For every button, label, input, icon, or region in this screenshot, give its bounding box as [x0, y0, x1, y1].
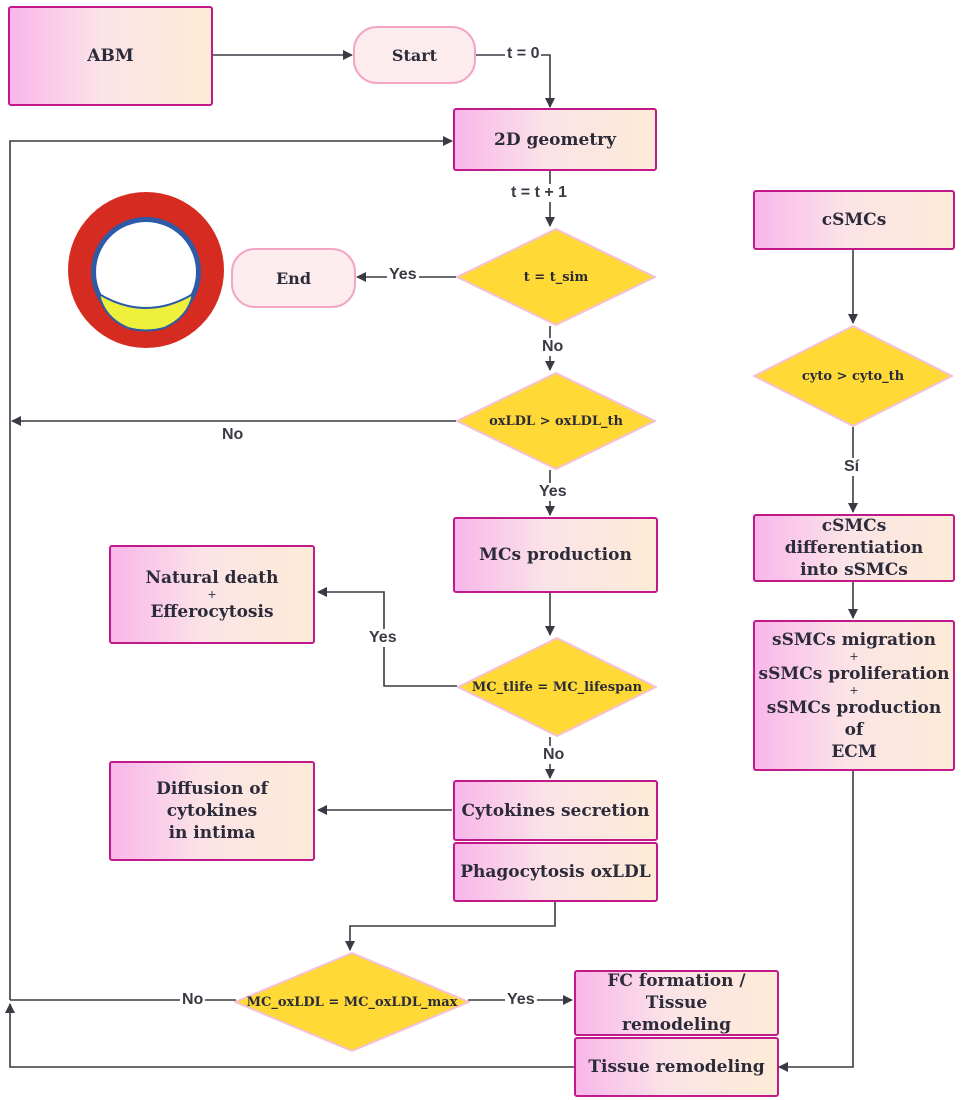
end-node: End: [231, 248, 356, 308]
edge-loop-geometry: [9, 136, 453, 1000]
edge-label-yes-oxldl: Yes: [537, 483, 569, 501]
tsim-label: t = t_sim: [523, 269, 589, 285]
edge-label-si-cyto: Sí: [842, 458, 862, 476]
start-label: Start: [391, 45, 438, 65]
cytokines-secretion-label: Cytokines secretion: [461, 800, 650, 821]
tsim-decision: t = t_sim: [456, 228, 656, 326]
mcs-production-box: MCs production: [453, 517, 658, 593]
ssmcs-migration-label: sSMCs migration: [772, 629, 936, 650]
phagocytosis-box: Phagocytosis oxLDL: [453, 842, 658, 902]
plus-sign: +: [207, 587, 217, 601]
fc-formation-label-line1: FC formation / Tissue: [607, 971, 746, 1013]
artery-cross-section-image: [68, 192, 224, 348]
plus-sign: +: [849, 649, 859, 663]
csmcs-label: cSMCs: [821, 210, 887, 230]
edge-label-yes-mcoxldl: Yes: [505, 991, 537, 1009]
diffusion-box: Diffusion of cytokines in intima: [109, 761, 315, 861]
mc-lifespan-decision: MC_tlife = MC_lifespan: [457, 637, 657, 737]
plus-sign: +: [849, 683, 859, 697]
efferocytosis-label: Efferocytosis: [150, 601, 274, 622]
abm-box: ABM: [8, 6, 213, 106]
differentiation-box: cSMCs differentiation into sSMCs: [753, 514, 955, 582]
edge-start-geometry: [476, 54, 555, 108]
start-node: Start: [353, 26, 476, 84]
edge-label-t-increment: t = t + 1: [509, 184, 570, 202]
cyto-label: cyto > cyto_th: [801, 368, 905, 384]
diffusion-label-line1: Diffusion of cytokines: [156, 779, 268, 821]
edge-remodel-loop: [4, 1003, 574, 1068]
edge-label-no-mcoxldl: No: [180, 991, 206, 1009]
edge-label-no-tsim: No: [540, 338, 566, 356]
mc-oxldl-label: MC_oxLDL = MC_oxLDL_max: [246, 994, 458, 1010]
differentiation-label-line2: into sSMCs: [800, 560, 908, 580]
mc-oxldl-diamond-shape: [234, 952, 470, 1052]
cyto-decision: cyto > cyto_th: [753, 325, 953, 427]
cyto-diamond-shape: [753, 325, 953, 427]
differentiation-label-line1: cSMCs differentiation: [784, 516, 924, 558]
end-label: End: [275, 268, 311, 288]
edge-label-yes-lifespan: Yes: [367, 629, 399, 647]
ssmcs-box: sSMCs migration + sSMCs proliferation + …: [753, 620, 955, 771]
natural-death-label: Natural death: [145, 567, 279, 588]
fc-formation-label-line2: remodeling: [622, 1015, 731, 1035]
geometry-box: 2D geometry: [453, 108, 657, 171]
abm-label: ABM: [87, 46, 134, 66]
tissue-remodeling-label: Tissue remodeling: [588, 1057, 765, 1077]
mc-lifespan-diamond-shape: [457, 637, 657, 737]
tissue-remodeling-box: Tissue remodeling: [574, 1037, 779, 1097]
mc-oxldl-decision: MC_oxLDL = MC_oxLDL_max: [234, 952, 470, 1052]
geometry-label: 2D geometry: [493, 129, 617, 150]
mc-lifespan-label: MC_tlife = MC_lifespan: [471, 679, 643, 695]
mcs-production-label: MCs production: [479, 545, 632, 565]
ssmcs-production-label-line2: ECM: [831, 741, 877, 762]
oxldl-diamond-shape: [456, 372, 656, 470]
fc-formation-box: FC formation / Tissue remodeling: [574, 970, 779, 1036]
oxldl-decision: oxLDL > oxLDL_th: [456, 372, 656, 470]
edge-migration-remodel: [778, 771, 854, 1072]
ssmcs-production-label-line1: sSMCs production of: [766, 697, 942, 740]
natural-death-box: Natural death + Efferocytosis: [109, 545, 315, 644]
oxldl-label: oxLDL > oxLDL_th: [489, 413, 623, 429]
cytokines-secretion-box: Cytokines secretion: [453, 780, 658, 841]
phagocytosis-label: Phagocytosis oxLDL: [460, 862, 651, 882]
diffusion-label-line2: in intima: [168, 823, 256, 843]
edge-label-t0: t = 0: [505, 45, 542, 63]
edge-label-no-lifespan: No: [541, 746, 567, 764]
edge-label-no-oxldl: No: [220, 426, 246, 444]
csmcs-box: cSMCs: [753, 190, 955, 250]
ssmcs-proliferation-label: sSMCs proliferation: [758, 663, 950, 684]
edge-phago-mcoxldl: [345, 902, 556, 951]
tsim-diamond-shape: [456, 228, 656, 326]
edge-label-yes-end: Yes: [387, 266, 419, 284]
